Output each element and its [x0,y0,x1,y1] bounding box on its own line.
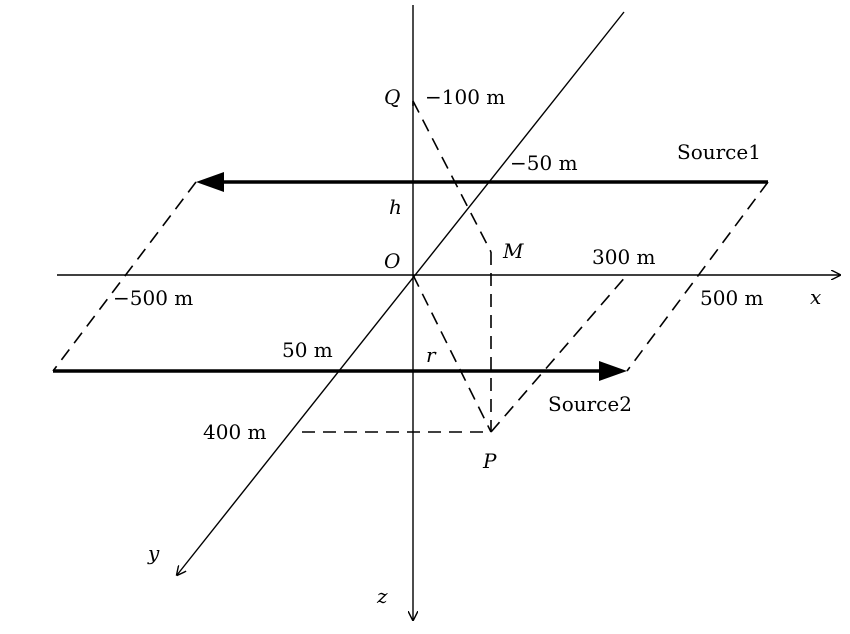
dim-q-depth: −100 m [425,85,505,109]
dim-y-50: 50 m [282,338,333,362]
point-q-label: Q [384,85,400,109]
dim-z-400: 400 m [203,420,267,444]
q-to-m-dashed-line [412,100,492,253]
origin-label: O [384,249,400,273]
y-axis [177,11,625,575]
source1-label: Source1 [677,140,761,164]
symbol-h: h [389,195,402,219]
y-axis-label: y [147,541,160,565]
right-dashed-edge [626,181,769,372]
p-to-300-dashed-line [490,274,628,433]
dim-x-minus-500: −500 m [113,286,193,310]
point-p-label: P [482,449,497,473]
o-to-p-dashed-line [412,274,492,433]
point-m-label: M [502,239,524,263]
dim-y-minus-50: −50 m [510,151,578,175]
symbol-r: r [426,343,437,367]
dim-x-500: 500 m [700,286,764,310]
z-axis-label: z [376,584,388,608]
source1-arrowhead [196,172,224,192]
dim-x-300: 300 m [592,245,656,269]
x-axis-label: x [810,285,821,309]
source2-label: Source2 [548,392,632,416]
source2-arrowhead [599,361,627,381]
left-dashed-edge [52,181,197,372]
